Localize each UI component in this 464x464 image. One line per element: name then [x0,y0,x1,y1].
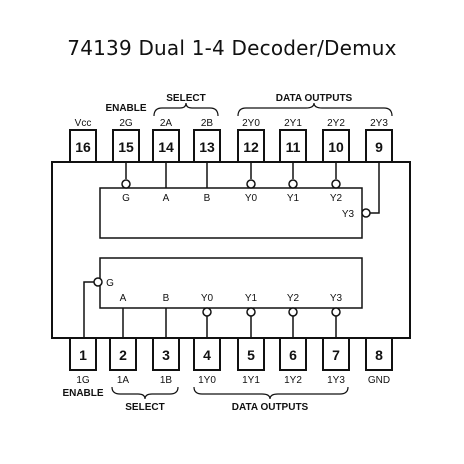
pin-number: 12 [243,139,259,155]
pin-2: 2 1A [109,337,137,386]
pin-number: 14 [158,139,174,155]
decoder-2-y1: Y1 [287,193,300,204]
decoder-1-bubbles [93,277,341,317]
pin-number: 2 [119,347,127,363]
pin-3: 3 1B [152,337,180,386]
pin-11: 11 2Y1 [279,118,307,163]
top-pins: 16 Vcc 15 2G 14 2A 13 2B 12 2Y0 11 2Y1 [69,118,393,163]
decoder-1 [99,257,363,309]
decoder-2-y3: Y3 [342,209,355,220]
pin-label: 2Y0 [242,118,260,129]
decoder-2-y0: Y0 [245,193,258,204]
pin-label: 2G [119,118,133,129]
bottom-pins: 1 1G 2 1A 3 1B 4 1Y0 5 1Y1 6 1Y2 [69,337,393,386]
decoder-2-b: B [204,193,211,204]
pin-4: 4 1Y0 [193,337,221,386]
pin-label: 2Y2 [327,118,345,129]
data-outputs-brace-top [237,102,393,117]
pin-number: 11 [286,139,301,155]
pin-number: 15 [118,139,134,155]
decoder-1-y3: Y3 [330,293,343,304]
pin-8: 8 GND [365,337,393,386]
decoder-2 [99,187,363,239]
decoder-1-g: G [106,278,114,289]
pin-12: 12 2Y0 [237,118,265,163]
pin-14: 14 2A [152,118,180,163]
pin-number: 1 [79,347,87,363]
pin-number: 7 [332,347,340,363]
enable-label-bottom: ENABLE [62,388,103,399]
pin-label: 1B [160,375,173,386]
data-outputs-label-top: DATA OUTPUTS [276,93,353,104]
pin-label: GND [368,375,390,386]
pin-number: 16 [75,139,91,155]
pin-16: 16 Vcc [69,118,97,163]
pin-label: 2A [160,118,173,129]
pin-number: 9 [375,139,383,155]
select-label-top: SELECT [166,93,205,104]
pin-5: 5 1Y1 [237,337,265,386]
pin-label: 1Y2 [284,375,302,386]
decoder-1-y0: Y0 [201,293,214,304]
page-title: 74139 Dual 1-4 Decoder/Demux [67,36,397,60]
decoder-2-bubbles [121,179,371,218]
data-outputs-brace-bottom [193,386,349,400]
decoder-1-y2: Y2 [287,293,300,304]
pin-number: 4 [203,347,211,363]
pin-13: 13 2B [193,118,221,163]
pin-label: 1Y0 [198,375,216,386]
pin-number: 10 [328,139,344,155]
decoder-2-y2: Y2 [330,193,343,204]
select-brace-bottom [111,386,179,400]
pin-15: 15 2G [112,118,140,163]
pin-7: 7 1Y3 [322,337,350,386]
pin-label: 2Y1 [284,118,302,129]
select-label-bottom: SELECT [125,402,164,413]
pin-label: 1Y1 [242,375,260,386]
pin-9: 9 2Y3 [365,118,393,163]
decoder-2-g: G [122,193,130,204]
pin-label: 1A [117,375,130,386]
pin-label: 1G [76,375,90,386]
pin-number: 6 [289,347,297,363]
decoder-1-b: B [163,293,170,304]
pin-label: 1Y3 [327,375,345,386]
pin-1: 1 1G [69,337,97,386]
decoder-1-a: A [120,293,127,304]
decoder-2-wiring [125,162,380,214]
decoder-2-a: A [163,193,170,204]
pin-number: 13 [199,139,215,155]
pin-10: 10 2Y2 [322,118,350,163]
data-outputs-label-bottom: DATA OUTPUTS [232,402,309,413]
enable-label-top: ENABLE [105,103,146,114]
pin-label: Vcc [75,118,92,129]
decoder-1-y1: Y1 [245,293,258,304]
decoder-1-wiring [83,281,337,338]
pin-label: 2Y3 [370,118,388,129]
pin-label: 2B [201,118,214,129]
pin-number: 8 [375,347,383,363]
pin-number: 5 [247,347,255,363]
pin-number: 3 [162,347,170,363]
pin-6: 6 1Y2 [279,337,307,386]
select-brace-top [153,102,219,117]
